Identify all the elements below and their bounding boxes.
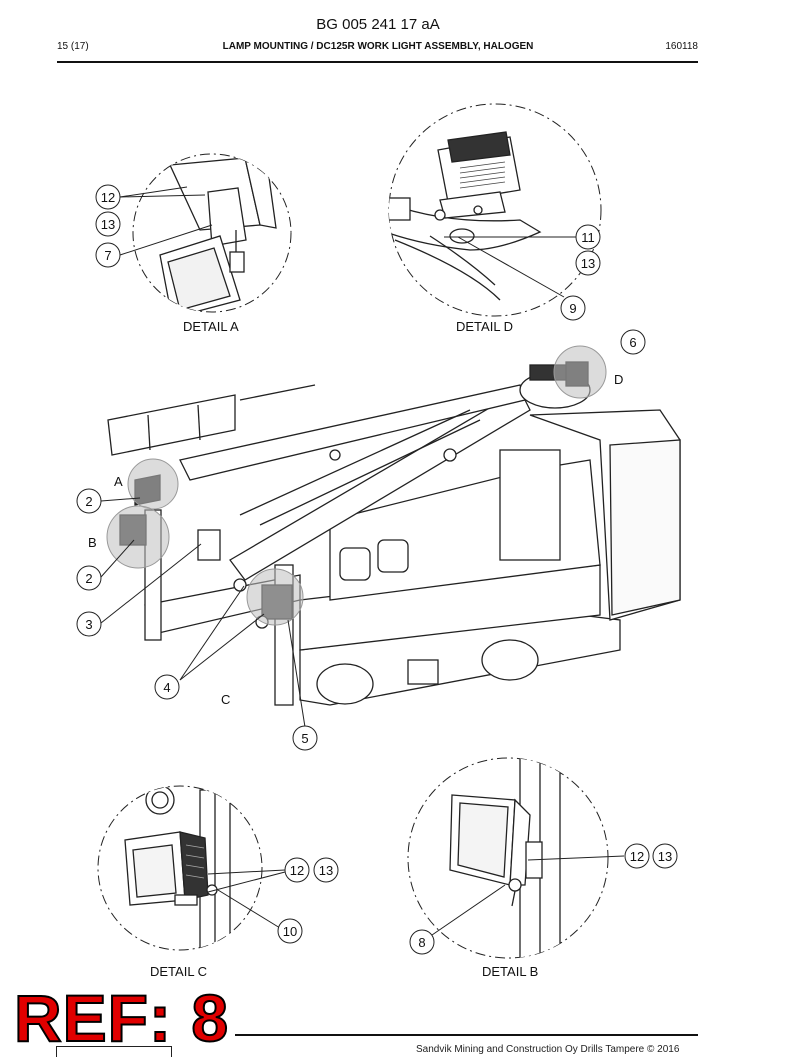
- revision-code: 160118: [665, 41, 698, 52]
- detail-a-view: [132, 153, 292, 313]
- detail-c-caption: DETAIL C: [150, 964, 207, 979]
- page-number: 15 (17): [57, 41, 89, 52]
- callout-6: 6: [629, 335, 636, 350]
- detail-d-view: [388, 103, 602, 317]
- callout-13: 13: [581, 256, 595, 271]
- callout-2: 2: [85, 494, 92, 509]
- callout-10: 10: [283, 924, 297, 939]
- callout-2: 2: [85, 571, 92, 586]
- detail-letters: A B C D: [88, 372, 623, 707]
- detail-c-view: [97, 785, 263, 951]
- callout-11: 11: [581, 230, 595, 245]
- callout-3: 3: [85, 617, 92, 632]
- callout-9: 9: [569, 301, 576, 316]
- callout-balloons: [76, 184, 678, 955]
- detail-b-caption: DETAIL B: [482, 964, 538, 979]
- callout-5: 5: [301, 731, 308, 746]
- callout-13: 13: [319, 863, 333, 878]
- callout-8: 8: [418, 935, 425, 950]
- company-logo: [56, 1046, 172, 1057]
- detail-letter-b: B: [88, 535, 97, 550]
- callout-12: 12: [290, 863, 304, 878]
- document-id: BG 005 241 17 aA: [316, 16, 440, 33]
- detail-d-caption: DETAIL D: [456, 319, 513, 334]
- callout-7: 7: [104, 248, 111, 263]
- footer-rule: [235, 1034, 698, 1036]
- callout-numbers: 12 13 7 11 13 9 6 2 2 3 4 5 12 13 10 12 …: [85, 190, 672, 950]
- detail-letter-d: D: [614, 372, 623, 387]
- leader-lines: [100, 186, 625, 936]
- header-rule: [57, 61, 698, 63]
- callout-4: 4: [163, 680, 170, 695]
- callout-12: 12: [101, 190, 115, 205]
- callout-12: 12: [630, 849, 644, 864]
- detail-letter-a: A: [114, 474, 123, 489]
- main-assembly-view: [107, 361, 681, 706]
- detail-captions: DETAIL A DETAIL D DETAIL C DETAIL B: [150, 319, 538, 979]
- callout-13: 13: [658, 849, 672, 864]
- detail-highlight-bubbles: [106, 345, 607, 626]
- page-title: LAMP MOUNTING / DC125R WORK LIGHT ASSEMB…: [222, 41, 534, 52]
- ref-stamp: REF: 8: [13, 981, 230, 1055]
- footer-copyright: Sandvik Mining and Construction Oy Drill…: [416, 1044, 680, 1055]
- detail-b-view: [407, 757, 609, 959]
- callout-13: 13: [101, 217, 115, 232]
- detail-a-caption: DETAIL A: [183, 319, 239, 334]
- detail-letter-c: C: [221, 692, 230, 707]
